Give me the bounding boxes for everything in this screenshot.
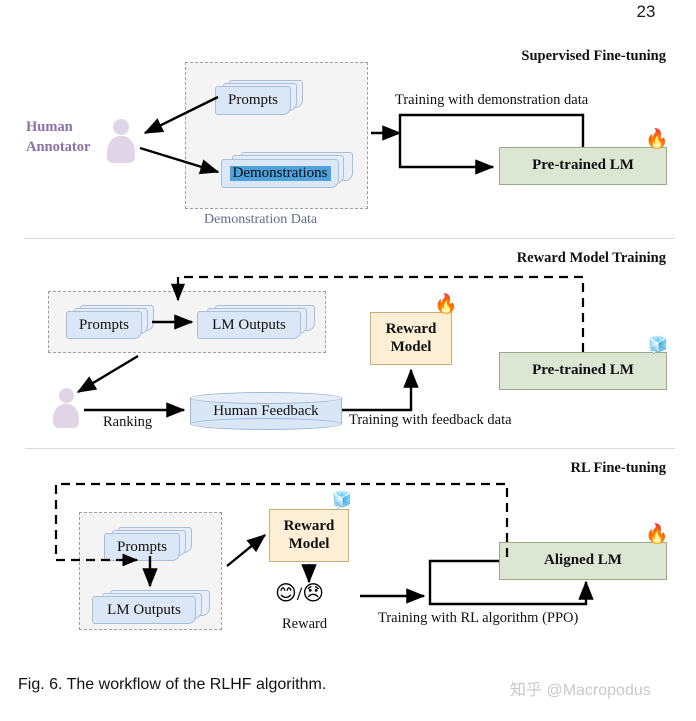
reward-separator: /: [296, 584, 303, 605]
model-box-pre-trained-lm-sft: Pre-trained LM: [499, 147, 667, 185]
fire-icon-aligned-lm: 🔥: [645, 523, 669, 545]
edge-label-training-rl-algorithm: Training with RL algorithm (PPO): [378, 610, 579, 626]
person-icon: [106, 119, 136, 163]
model-box-reward-model-rm-label: Reward Model: [386, 321, 437, 356]
edge-label-training-demonstration-data: Training with demonstration data: [395, 92, 589, 108]
path-training-demonstration-data: [398, 113, 585, 147]
document-stack-lm-outputs-rm-label: LM Outputs: [212, 316, 286, 333]
datastore-human-feedback-label: Human Feedback: [213, 402, 319, 419]
reward-signal-faces: 😊/😞: [275, 581, 325, 605]
document-stack-lm-outputs-rl-label: LM Outputs: [107, 601, 181, 618]
arrow-outputs-to-annotator-rm: [76, 354, 139, 394]
fire-icon-sft: 🔥: [645, 128, 669, 150]
frowning-face-icon: 😞: [302, 581, 325, 605]
smiling-face-icon: 😊: [275, 581, 297, 605]
path-rl-upper-branch: [428, 559, 499, 596]
document-stack-prompts-rl: Prompts: [104, 527, 192, 561]
model-box-reward-model-rl-label: Reward Model: [284, 518, 335, 553]
reward-model-rl-line2: Model: [288, 535, 330, 552]
section-divider-2: [25, 448, 675, 449]
document-stack-lm-outputs-rm: LM Outputs: [197, 305, 315, 339]
arrow-feedback-to-reward-model: [342, 368, 419, 412]
model-box-reward-model-rm: Reward Model: [370, 312, 452, 365]
page-number: 23: [636, 2, 656, 21]
model-box-pre-trained-lm-sft-label: Pre-trained LM: [532, 157, 634, 174]
edge-label-training-feedback-data: Training with feedback data: [349, 412, 512, 428]
section-title-reward-model-training: Reward Model Training: [516, 250, 666, 266]
arrow-rl-into-aligned-lm: [428, 580, 594, 606]
edge-label-ranking: Ranking: [103, 414, 153, 430]
document-stack-prompts-label: Prompts: [227, 92, 278, 108]
fire-icon-reward-model-rm: 🔥: [434, 293, 458, 315]
model-box-reward-model-rl: Reward Model: [269, 509, 349, 562]
document-stack-prompts-rl-label: Prompts: [116, 538, 167, 555]
reward-signal-label: Reward: [282, 616, 328, 632]
section-divider-1: [25, 238, 675, 239]
section-title-rl-fine-tuning: RL Fine-tuning: [570, 460, 666, 476]
document-stack-lm-outputs-rl: LM Outputs: [92, 590, 210, 624]
document-stack-prompts-rm: Prompts: [66, 305, 154, 339]
arrow-outputs-to-reward-model-rl: [226, 534, 267, 567]
watermark: 知乎 @Macropodus: [510, 682, 651, 699]
datastore-human-feedback: Human Feedback: [190, 392, 342, 430]
ice-cube-icon-rl: 🧊: [332, 490, 352, 509]
human-annotator-label-line1: Human: [26, 119, 73, 135]
human-annotator-label: Human Annotator: [26, 118, 90, 157]
demonstration-data-group-label: Demonstration Data: [204, 212, 318, 227]
document-stack-prompts: Prompts: [215, 80, 303, 115]
model-box-pre-trained-lm-rm: Pre-trained LM: [499, 352, 667, 390]
section-title-supervised-fine-tuning: Supervised Fine-tuning: [521, 48, 666, 64]
document-stack-prompts-rm-label: Prompts: [78, 316, 129, 333]
person-icon-rm: [52, 388, 80, 428]
reward-model-rm-line2: Model: [390, 338, 432, 355]
reward-model-rm-line1: Reward: [385, 321, 437, 338]
human-annotator-label-line2: Annotator: [26, 138, 91, 155]
arrow-into-pre-trained-lm-sft: [398, 133, 495, 175]
model-box-pre-trained-lm-rm-label: Pre-trained LM: [532, 362, 634, 379]
document-stack-demonstrations-label: Demonstrations: [229, 166, 331, 181]
document-stack-demonstrations: Demonstrations: [221, 152, 353, 188]
reward-model-rl-line1: Reward: [283, 518, 335, 535]
figure-caption: Fig. 6. The workflow of the RLHF algorit…: [18, 676, 327, 693]
ice-cube-icon-rm: 🧊: [648, 335, 668, 354]
model-box-aligned-lm: Aligned LM: [499, 542, 667, 580]
model-box-aligned-lm-label: Aligned LM: [544, 552, 622, 569]
